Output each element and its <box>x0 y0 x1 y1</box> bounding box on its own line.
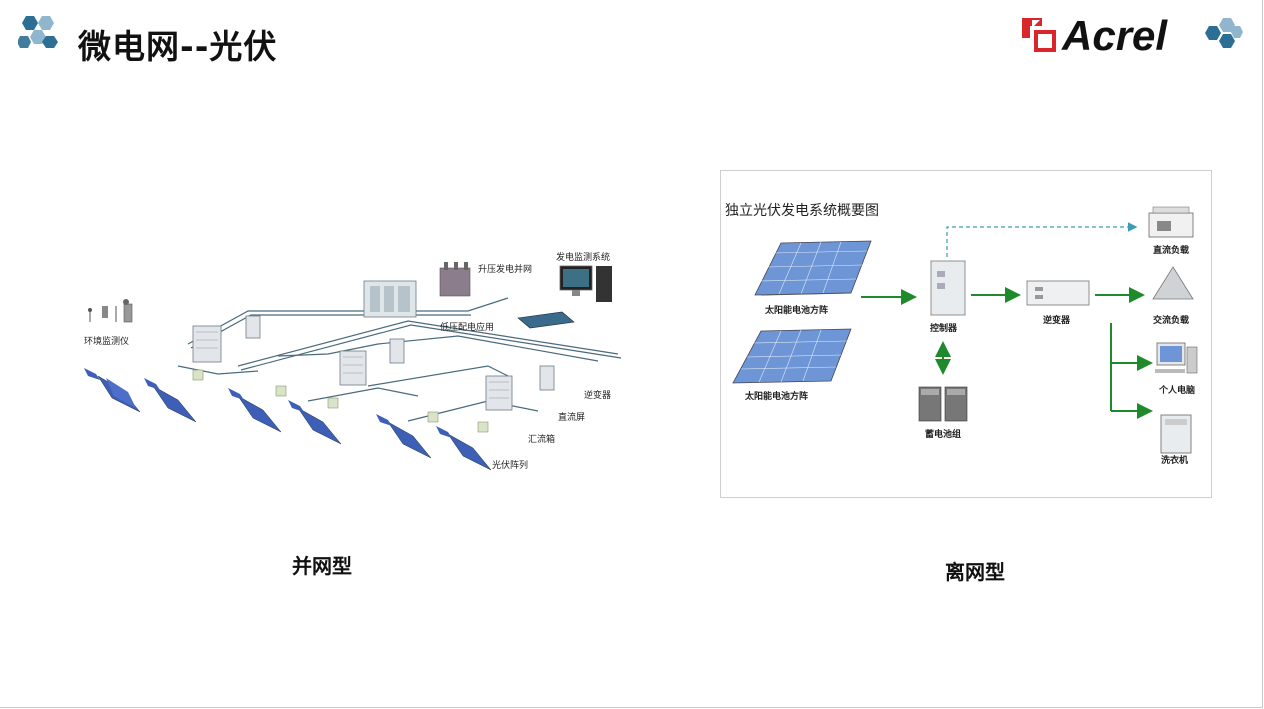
label-solar-array-1: 太阳能电池方阵 <box>764 304 828 316</box>
label-inverter: 逆变器 <box>584 389 611 401</box>
label-battery: 蓄电池组 <box>925 428 961 440</box>
caption-offgrid: 离网型 <box>945 560 1005 584</box>
offgrid-title: 独立光伏发电系统概要图 <box>725 203 879 219</box>
dc-dashed-arrow <box>946 222 1138 257</box>
pc-icon <box>1155 342 1198 374</box>
grid-connected-diagram: 环境监测仪 升压发电并网 <box>78 226 638 496</box>
label-ac-load: 交流负载 <box>1153 314 1189 326</box>
label-combiner: 汇流箱 <box>528 433 555 445</box>
solar-array-icon <box>754 240 872 296</box>
controller-icon <box>930 260 966 316</box>
flow-arrows <box>861 287 1153 419</box>
transformer-icon <box>439 262 471 297</box>
inverter-icon <box>1026 280 1090 306</box>
label-inverter-offgrid: 逆变器 <box>1043 314 1071 326</box>
label-low-voltage: 低压配电应用 <box>440 321 494 333</box>
pv-panels <box>84 368 492 471</box>
distribution-panel-icon <box>363 280 417 318</box>
battery-icon <box>918 386 968 422</box>
caption-grid-connected: 并网型 <box>292 554 352 578</box>
solar-array-icon <box>732 328 852 384</box>
label-transformer: 升压发电并网 <box>478 263 532 275</box>
page-title: 微电网--光伏 <box>78 27 278 66</box>
label-pv-array: 光伏阵列 <box>492 459 528 471</box>
logo-text: Acrel <box>1062 12 1168 59</box>
label-dc-load: 直流负载 <box>1153 244 1189 256</box>
env-monitor-icon <box>88 299 133 323</box>
ac-load-icon <box>1152 266 1194 300</box>
data-collector-icon <box>517 311 575 329</box>
label-washer: 洗衣机 <box>1161 454 1188 466</box>
label-solar-array-2: 太阳能电池方阵 <box>744 390 808 402</box>
offgrid-diagram: 独立光伏发电系统概要图 太阳能电池方阵 太阳能电池方阵 控制器 <box>720 170 1212 498</box>
acrel-logo-icon <box>1022 18 1056 52</box>
label-dc-cabinet: 直流屏 <box>558 411 585 423</box>
combiner-box-icon <box>192 369 489 433</box>
label-controller: 控制器 <box>930 322 958 334</box>
hexagon-cluster-right-icon <box>1205 18 1243 48</box>
label-monitor-system: 发电监测系统 <box>556 251 610 263</box>
label-env-monitor: 环境监测仪 <box>84 335 129 347</box>
hexagon-cluster-icon <box>18 16 58 48</box>
monitor-system-icon <box>559 265 612 302</box>
label-pc: 个人电脑 <box>1158 384 1195 396</box>
dc-load-icon <box>1148 206 1194 238</box>
washer-icon <box>1160 414 1192 454</box>
offgrid-diagram-svg: 独立光伏发电系统概要图 太阳能电池方阵 太阳能电池方阵 控制器 <box>725 203 1198 466</box>
grid-diagram-svg: 环境监测仪 升压发电并网 <box>84 251 622 471</box>
